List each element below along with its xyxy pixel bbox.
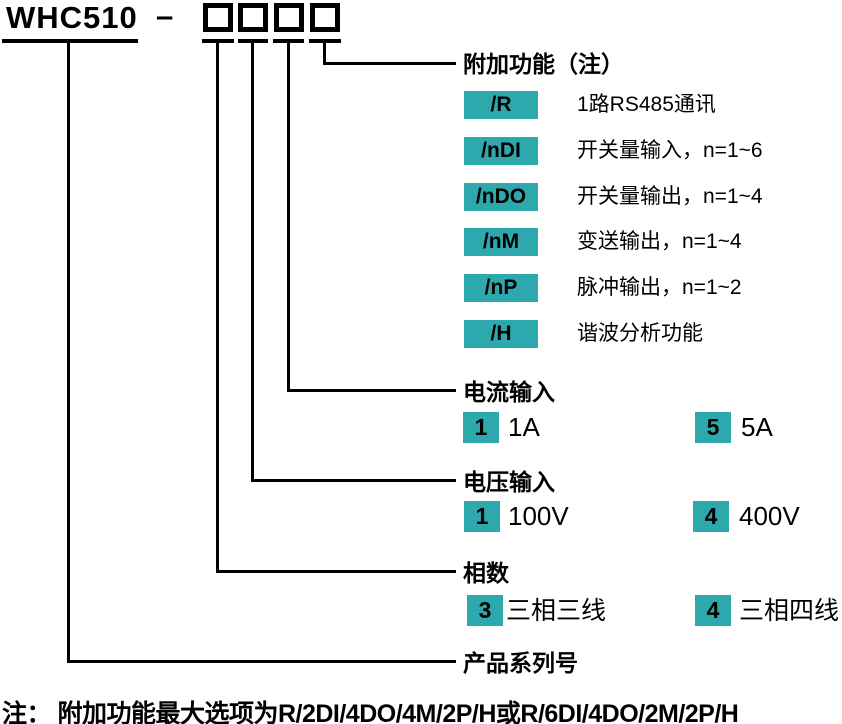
option-description: 100V: [508, 501, 569, 531]
option-code-badge: /nDI: [464, 137, 538, 165]
option-description: 5A: [741, 412, 773, 442]
connector-voltage-horizontal: [251, 479, 456, 482]
underline-model: [2, 39, 138, 43]
section-title-series: 产品系列号: [463, 650, 578, 676]
option-code-badge: /nP: [464, 274, 538, 302]
model-separator: –: [156, 0, 174, 33]
option-code-badge: 3: [467, 595, 503, 626]
option-code-badge: /nDO: [464, 183, 538, 211]
option-code-badge: /R: [464, 91, 538, 119]
option-description: 脉冲输出，n=1~2: [577, 276, 742, 299]
option-description: 三相四线: [739, 597, 840, 625]
connector-series-horizontal: [67, 660, 456, 663]
connector-phase-horizontal: [216, 570, 456, 573]
underline-digit-2: [238, 39, 268, 43]
option-code-badge: /H: [464, 320, 538, 348]
option-description: 1路RS485通讯: [577, 93, 716, 116]
option-code-badge: 4: [695, 595, 731, 626]
option-code-badge: 5: [695, 412, 731, 443]
section-title-current: 电流输入: [463, 379, 555, 405]
model-digit-box: [203, 3, 233, 32]
underline-digit-3: [273, 39, 304, 43]
option-description: 三相三线: [506, 597, 607, 625]
connector-additional-vertical: [323, 43, 326, 65]
model-digit-box: [310, 3, 340, 32]
connector-current-vertical: [287, 43, 290, 392]
option-description: 开关量输入，n=1~6: [577, 139, 763, 162]
option-description: 1A: [508, 412, 540, 442]
connector-voltage-vertical: [251, 43, 254, 482]
option-description: 开关量输出，n=1~4: [577, 185, 763, 208]
option-description: 变送输出，n=1~4: [577, 230, 742, 253]
underline-digit-4: [309, 39, 341, 43]
option-code-badge: 1: [464, 501, 500, 532]
option-code-badge: 4: [693, 501, 729, 532]
connector-additional-horizontal: [323, 62, 456, 65]
connector-series-vertical: [67, 43, 70, 663]
model-digit-box: [274, 3, 304, 32]
underline-digit-1: [202, 39, 234, 43]
option-description: 谐波分析功能: [577, 322, 703, 345]
option-code-badge: 1: [463, 412, 499, 443]
section-title-additional: 附加功能（注）: [463, 51, 624, 77]
model-number: WHC510: [6, 0, 138, 35]
section-title-phase: 相数: [463, 560, 509, 586]
model-digit-box: [238, 3, 268, 32]
connector-current-horizontal: [287, 389, 456, 392]
footnote: 注： 附加功能最大选项为R/2DI/4DO/4M/2P/H或R/6DI/4DO/…: [2, 700, 739, 724]
option-description: 400V: [739, 501, 800, 531]
option-code-badge: /nM: [464, 228, 538, 256]
section-title-voltage: 电压输入: [463, 469, 555, 495]
connector-phase-vertical: [216, 43, 219, 573]
